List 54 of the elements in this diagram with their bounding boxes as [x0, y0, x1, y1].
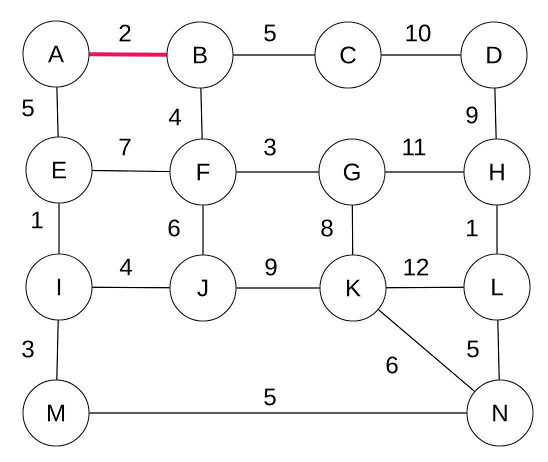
graph-node: L: [463, 253, 531, 321]
edge-label: 2: [117, 23, 133, 43]
edge-line: [497, 320, 500, 380]
edge-line: [386, 286, 464, 288]
edge-line: [58, 204, 60, 254]
edge-label: 1: [464, 218, 480, 238]
edge-label: 9: [464, 105, 480, 125]
edge-line: [378, 309, 475, 392]
edge-label: 5: [262, 387, 278, 407]
graph-node: D: [460, 21, 528, 89]
edge-label: 6: [384, 355, 400, 375]
edge-line: [90, 412, 466, 414]
graph-node: G: [318, 138, 386, 206]
graph-node: F: [169, 138, 237, 206]
edge-line: [200, 88, 203, 138]
edge-label: 3: [20, 339, 36, 359]
edge-line: [56, 88, 59, 136]
graph-node: C: [314, 21, 382, 89]
edge-label: 12: [401, 257, 431, 277]
edge-line: [234, 54, 314, 56]
edge-line: [92, 170, 170, 172]
edge-line: [56, 320, 59, 380]
edge-label: 1: [29, 210, 46, 230]
edge-label: 6: [166, 218, 182, 238]
edge-label: 11: [400, 137, 428, 157]
edge-label: 10: [403, 23, 433, 43]
edge-label: 5: [465, 339, 482, 359]
graph-node: H: [463, 138, 531, 206]
edge-label: 3: [262, 137, 278, 157]
graph-node: J: [169, 254, 237, 322]
edge-line: [236, 287, 320, 289]
edge-line: [386, 171, 464, 173]
graph-node: N: [466, 379, 534, 447]
edge-label: 7: [117, 137, 133, 157]
graph-node: A: [22, 20, 90, 88]
edge-line: [494, 88, 497, 138]
edge-label: 9: [263, 257, 280, 277]
edge-line: [496, 206, 498, 254]
edge-line: [382, 54, 460, 56]
edge-label: 5: [20, 98, 36, 118]
edge-label: 8: [319, 218, 336, 238]
edge-line: [202, 206, 204, 254]
graph-node: E: [25, 136, 93, 204]
edge-label: 5: [262, 23, 278, 43]
edge-label: 4: [167, 107, 184, 127]
edge-line: [236, 171, 318, 173]
graph-node: K: [319, 254, 387, 322]
graph-node: M: [22, 379, 90, 447]
edge-line: [90, 52, 166, 57]
edge-line: [352, 206, 354, 254]
edge-label: 4: [118, 257, 134, 277]
graph-node: B: [166, 21, 234, 89]
graph-node: I: [25, 253, 93, 321]
edge-line: [92, 286, 170, 288]
